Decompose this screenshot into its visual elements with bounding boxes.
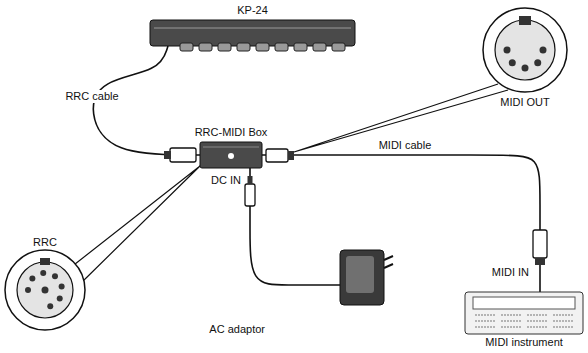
pin [57, 296, 63, 302]
pin [540, 47, 547, 54]
pad [256, 43, 269, 51]
midi-plug [288, 151, 294, 160]
midi-out-callout [483, 8, 567, 92]
control-row [501, 321, 521, 322]
rrc-connector-callout [17, 262, 73, 318]
jack-name: DC IN [211, 174, 241, 187]
control-row [553, 315, 573, 316]
midi-in-plug [533, 230, 547, 258]
cable [262, 155, 540, 292]
control-row [501, 327, 521, 328]
adaptor-face [346, 256, 374, 293]
pad [332, 43, 345, 51]
ac-adaptor: AC adaptor [340, 250, 384, 305]
pin [47, 303, 53, 309]
control-row [475, 321, 495, 322]
instrument-body [465, 292, 583, 334]
control-row [501, 315, 521, 316]
pad [180, 43, 193, 51]
cable-name: RRC cable [63, 90, 120, 103]
control-row [475, 315, 495, 316]
device-label: RRC-MIDI Box [195, 126, 268, 139]
rrc-plug [170, 148, 196, 162]
keypad-device: KP-24 [150, 20, 355, 46]
rrc-plug [164, 151, 171, 159]
device-edge [154, 28, 351, 29]
control-row [527, 315, 547, 316]
device-body [150, 20, 355, 46]
indicator [228, 153, 234, 159]
pin [59, 283, 65, 289]
cable-name: MIDI cable [377, 139, 434, 152]
connector-name: RRC [33, 236, 57, 249]
device-outline [465, 292, 583, 334]
prong [384, 256, 393, 260]
pin [509, 59, 516, 66]
adaptor-body [340, 250, 384, 305]
box-body [200, 142, 262, 168]
dc-plug [245, 176, 255, 206]
midi-in-plug [535, 258, 545, 265]
pad [294, 43, 307, 51]
pin [534, 59, 541, 66]
rrc-connector-callout [5, 166, 200, 330]
device-label: KP-24 [237, 4, 268, 17]
control-row [553, 321, 573, 322]
box-edge [203, 147, 259, 148]
pin [29, 276, 35, 282]
connector-name: MIDI OUT [500, 96, 550, 109]
pin [522, 65, 529, 72]
device-label: MIDI instrument [485, 336, 563, 349]
rrc-connector-callout [5, 250, 85, 330]
panel [473, 297, 575, 309]
rrc-plug [164, 148, 196, 162]
midi-plug [266, 149, 288, 162]
midi-out-callout [495, 20, 555, 80]
device-label: AC adaptor [209, 323, 265, 336]
midi-out-callout [519, 16, 531, 25]
pin [25, 287, 31, 293]
rrc-connector-callout [42, 287, 49, 294]
midi-plug [266, 149, 294, 162]
pin [52, 273, 58, 279]
connector-pins [504, 47, 547, 72]
pad [313, 43, 326, 51]
dc-plug [245, 184, 255, 206]
midi-in-plug [533, 230, 547, 265]
pad [275, 43, 288, 51]
control-row [527, 327, 547, 328]
pad [218, 43, 231, 51]
midi-out-callout [294, 84, 508, 152]
pad [237, 43, 250, 51]
rrc-connector-callout [40, 258, 50, 265]
pin [40, 270, 46, 276]
pin [504, 47, 511, 54]
interface-box: RRC-MIDI Box [200, 142, 262, 168]
cable [250, 168, 340, 285]
device-outline [150, 20, 355, 46]
midi-instrument: MIDI instrument [465, 292, 583, 334]
dc-plug [248, 176, 253, 184]
pad [199, 43, 212, 51]
control-row [553, 327, 573, 328]
control-row [475, 327, 495, 328]
device-outline [340, 250, 384, 305]
jack-name: MIDI IN [492, 266, 529, 279]
rrc-connector-callout [70, 166, 200, 284]
device-outline [200, 142, 262, 168]
connector-pins [25, 270, 65, 309]
control-row [527, 321, 547, 322]
prong [384, 264, 393, 268]
